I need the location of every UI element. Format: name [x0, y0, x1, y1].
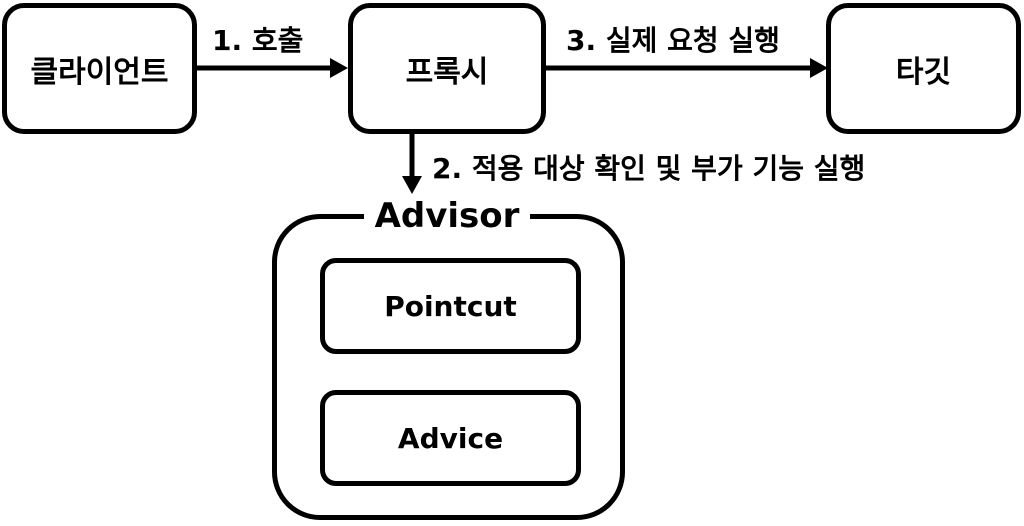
target-node: 타깃: [826, 3, 1021, 134]
target-label: 타깃: [895, 54, 952, 90]
advice-label: Advice: [397, 421, 504, 455]
client-label: 클라이언트: [30, 54, 169, 90]
edge-label-execute: 3. 실제 요청 실행: [566, 24, 780, 57]
client-node: 클라이언트: [2, 3, 197, 134]
edge-label-check: 2. 적용 대상 확인 및 부가 기능 실행: [432, 152, 866, 185]
proxy-label: 프록시: [405, 54, 489, 90]
arrowhead-proxy-to-target: [810, 58, 828, 78]
arrowhead-client-to-proxy: [330, 58, 348, 78]
proxy-node: 프록시: [348, 3, 546, 134]
edge-label-call: 1. 호출: [212, 24, 304, 57]
advisor-title: Advisor: [364, 198, 530, 234]
pointcut-box: Pointcut: [320, 258, 581, 354]
arrowhead-proxy-to-advisor: [402, 176, 422, 194]
pointcut-label: Pointcut: [384, 289, 517, 323]
advice-box: Advice: [320, 390, 581, 486]
